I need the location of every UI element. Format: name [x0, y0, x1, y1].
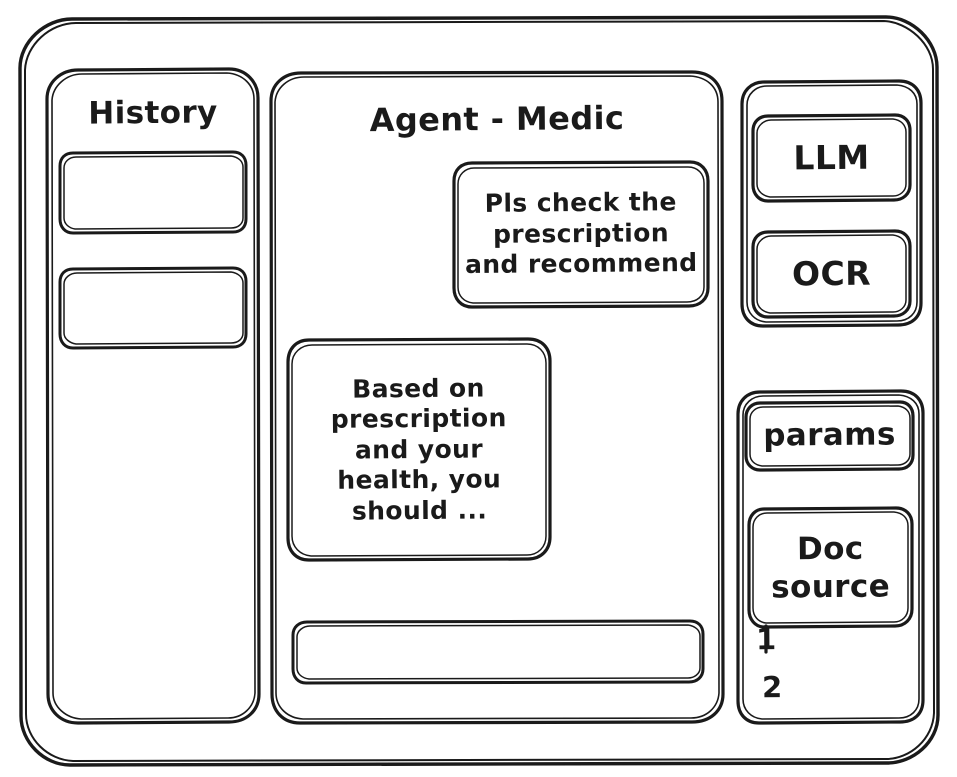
params-button[interactable]: [746, 402, 913, 470]
history-item-1[interactable]: [60, 152, 246, 233]
tool-button-llm[interactable]: [753, 115, 910, 201]
user-message-bubble[interactable]: [454, 162, 708, 307]
doc-source-item-1[interactable]: [752, 618, 912, 662]
message-input[interactable]: [293, 621, 703, 683]
doc-source-box[interactable]: [749, 508, 912, 627]
tool-button-ocr[interactable]: [753, 231, 910, 317]
history-item-2[interactable]: [60, 268, 246, 348]
doc-source-item-2[interactable]: [752, 666, 912, 710]
assistant-message-bubble[interactable]: [288, 339, 550, 560]
